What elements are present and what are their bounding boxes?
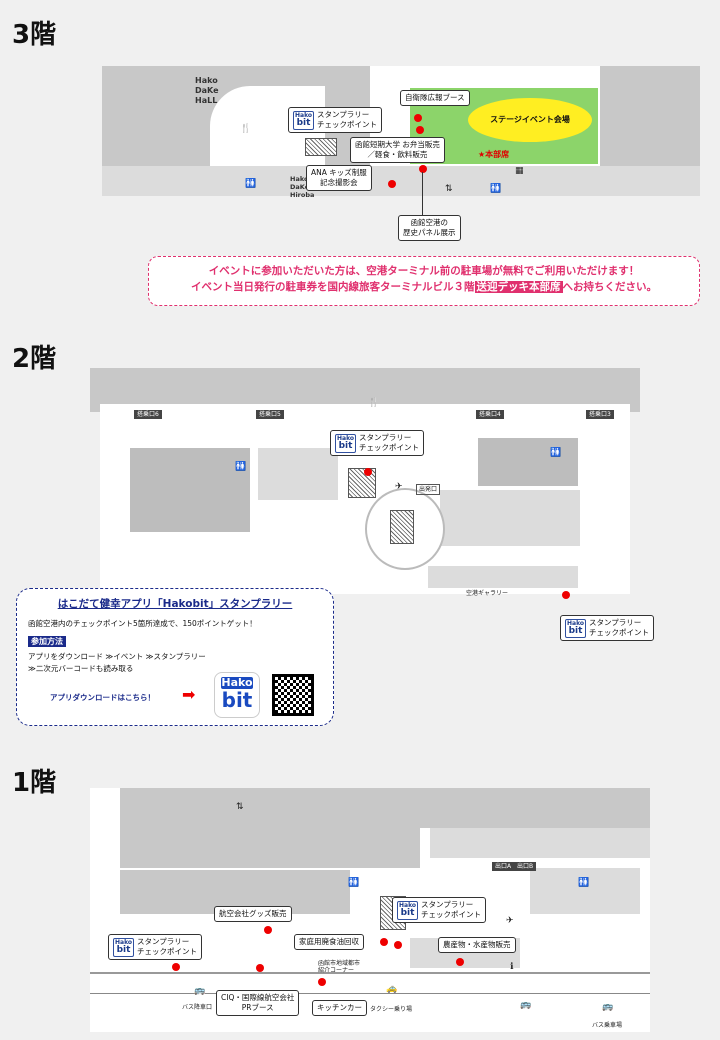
rally-title: はこだて健幸アプリ「Hakobit」スタンプラリー xyxy=(57,598,293,610)
bus-stop-off-label: バス降車口 xyxy=(182,1004,213,1011)
locker-icon: ▦ xyxy=(515,166,524,176)
history-dot xyxy=(419,165,427,173)
floor-1-title: 1階 xyxy=(12,768,57,798)
restroom-icon-2f: 🚻 xyxy=(235,462,247,472)
floor-3-title: 3階 xyxy=(12,20,57,50)
info-icon: ℹ xyxy=(510,962,514,972)
arrival-exit-b: 出口B xyxy=(514,862,537,871)
hakobit-app-icon[interactable]: Hako bit xyxy=(214,672,260,718)
parking-notice: イベントに参加いただいた方は、空港ターミナル前の駐車場が無料でご利用いただけます… xyxy=(148,256,700,306)
stage-ellipse xyxy=(468,98,592,142)
escalator-3f xyxy=(305,138,337,156)
oil-callout: 家庭用廃食油回収 xyxy=(294,934,364,950)
gate-5: 搭乗口5 xyxy=(256,410,284,419)
arrival-exit-a: 出口A xyxy=(492,862,515,871)
regional-corner-label: 函館市地域都市紹介コーナー xyxy=(318,960,361,974)
gate-3: 搭乗口3 xyxy=(586,410,614,419)
qr-code-icon[interactable] xyxy=(272,674,314,716)
taxi-icon: 🚕 xyxy=(386,984,398,994)
restroom-icon-2f-b: 🚻 xyxy=(550,448,562,458)
exit-label: 出発口 xyxy=(416,484,441,495)
hq-label: ★本部席 xyxy=(478,150,510,159)
goods-callout: 航空会社グッズ販売 xyxy=(214,906,292,922)
goods-dot xyxy=(264,926,272,934)
download-link[interactable]: アプリダウンロードはこちら！ xyxy=(50,693,155,702)
floor-1-map: ⇅ 🚻 🚻 ℹ ✈ xyxy=(90,788,650,1032)
stamp-dot-2f-a xyxy=(364,468,372,476)
restaurant-icon-2f: 🍴 xyxy=(368,398,380,408)
restroom-icon-1f-b: 🚻 xyxy=(578,878,590,888)
ana-dot xyxy=(388,180,396,188)
gate-4: 搭乗口4 xyxy=(476,410,504,419)
rally-desc: 函館空港内のチェックポイント5箇所達成で、150ポイントゲット！ xyxy=(28,619,257,628)
bus-icon: 🚌 xyxy=(194,986,206,996)
farm-callout: 農産物・水産物販売 xyxy=(438,937,516,953)
stamp-dot-1f-b xyxy=(172,963,180,971)
red-arrow-icon: ➡ xyxy=(182,685,196,704)
jsdf-dot xyxy=(414,114,422,122)
stamp-dot-3f xyxy=(416,126,424,134)
bus-icon-3: 🚌 xyxy=(602,1002,614,1012)
floor-2-title: 2階 xyxy=(12,344,57,374)
gate-6: 搭乗口6 xyxy=(134,410,162,419)
bus-stop-on-label: バス乗車場 xyxy=(592,1022,623,1029)
rally-method-label: 参加方法 xyxy=(28,636,66,647)
airplane-icon: ✈ xyxy=(395,482,403,492)
rally-step1: アプリをダウンロード ≫イベント ≫スタンプラリー xyxy=(28,652,206,661)
restroom-icon-2: 🚻 xyxy=(490,184,502,194)
ana-callout: ANA キッズ制服記念撮影会 xyxy=(306,165,372,191)
restroom-icon: 🚻 xyxy=(245,179,257,189)
rally-step2: ≫二次元バーコードも読み取る xyxy=(28,664,134,673)
departure-airplane-icon: ✈ xyxy=(506,916,514,926)
stamp-dot-2f-b xyxy=(562,591,570,599)
elevator-icon: ⇅ xyxy=(445,184,453,194)
taxi-label: タクシー乗り場 xyxy=(370,1006,413,1013)
kitchen-callout: キッチンカー xyxy=(312,1000,367,1016)
stage-label: ステージイベント会場 xyxy=(490,115,570,124)
farm-dot xyxy=(456,958,464,966)
restroom-icon-1f: 🚻 xyxy=(348,878,360,888)
escalator-2f-b xyxy=(390,510,414,544)
college-callout: 函館短期大学 お弁当販売／軽食・飲料販売 xyxy=(350,137,445,163)
history-callout: 函館空港の歴史パネル展示 xyxy=(398,215,461,241)
restaurant-icon: 🍴 xyxy=(240,124,252,134)
elevator-icon-1f: ⇅ xyxy=(236,802,244,812)
stamp-dot-1f-a xyxy=(394,941,402,949)
bus-icon-2: 🚌 xyxy=(520,1000,532,1010)
kitchen-dot xyxy=(318,978,326,986)
oil-dot xyxy=(380,938,388,946)
jsdf-booth-callout: 自衛隊広報ブース xyxy=(400,90,470,106)
gallery-label: 空港ギャラリー xyxy=(466,590,509,597)
ciq-dot xyxy=(256,964,264,972)
floor-2-map: 🍴 🚻 🚻 ✈ xyxy=(90,368,640,604)
